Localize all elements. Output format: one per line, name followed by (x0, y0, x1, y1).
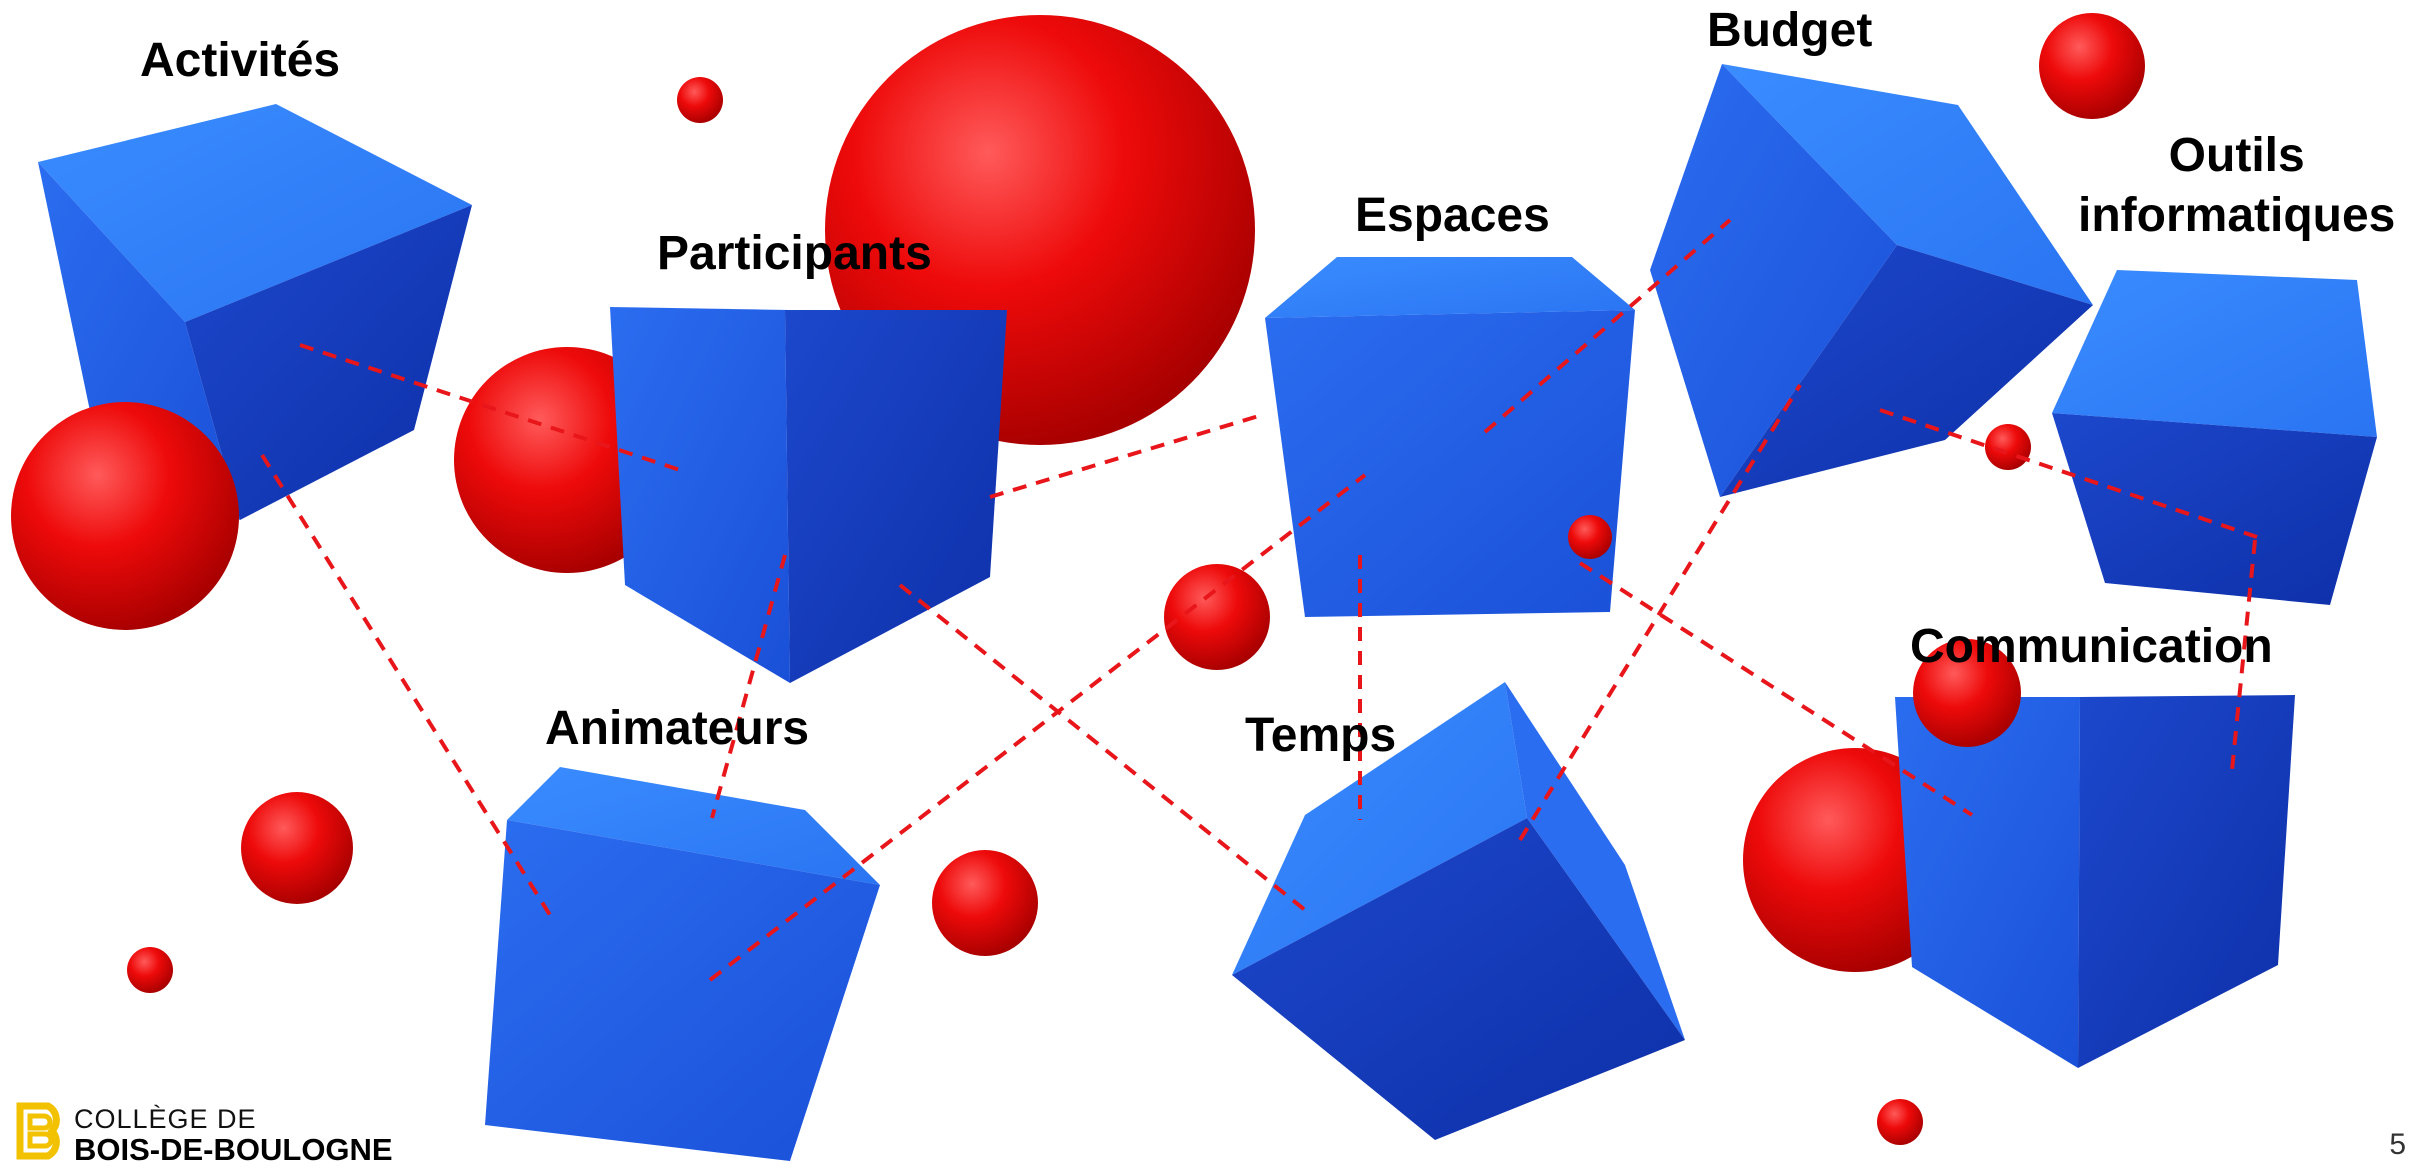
cube-budget (1650, 64, 2093, 497)
connector (1483, 218, 1732, 434)
label-activites: Activités (140, 34, 341, 87)
sphere-tiny-outils (1985, 424, 2031, 470)
logo-text-line2: BOIS-DE-BOULOGNE (74, 1132, 393, 1167)
connector (1578, 561, 1974, 817)
page-number: 5 (2389, 1128, 2406, 1161)
sphere-tiny-bottom (1877, 1099, 1923, 1145)
college-logo: COLLÈGE DE BOIS-DE-BOULOGNE (14, 1102, 434, 1167)
sphere-top-right (2039, 13, 2145, 119)
sphere-left-bottom (241, 792, 353, 904)
cube-temps (1232, 682, 1685, 1140)
connector (898, 583, 1307, 912)
cube-participants (610, 307, 1007, 683)
label-temps: Temps (1245, 709, 1397, 762)
logo-text-line1: COLLÈGE DE (74, 1104, 257, 1134)
college-logo-mark (16, 1102, 60, 1160)
connector (299, 343, 681, 472)
sphere-animateurs (932, 850, 1038, 956)
sphere-tiny-espaces (1568, 515, 1612, 559)
label-participants: Participants (657, 227, 932, 280)
sphere-communication (1913, 639, 2021, 747)
connector (2230, 539, 2257, 771)
connector (1518, 383, 1802, 842)
cube-espaces (1265, 257, 1635, 617)
connector (1879, 408, 2258, 539)
cube-communication (1895, 695, 2295, 1068)
connector (710, 554, 787, 819)
sphere-center (1164, 564, 1270, 670)
connector (260, 453, 552, 917)
label-espaces: Espaces (1355, 189, 1550, 242)
label-communication: Communication (1910, 620, 2273, 673)
cube-outils (2052, 270, 2377, 605)
connectors (260, 218, 2258, 982)
label-budget: Budget (1707, 4, 1873, 57)
cube-activites (38, 104, 472, 520)
sphere-small-top (677, 77, 723, 123)
cube-animateurs (485, 767, 880, 1161)
label-outils: Outils informatiques (2078, 129, 2396, 242)
label-animateurs: Animateurs (545, 702, 810, 755)
sphere-tiny-left-bottom (127, 947, 173, 993)
connector (708, 473, 1367, 982)
spheres-front (11, 402, 2031, 1145)
sphere-left-big (11, 402, 239, 630)
